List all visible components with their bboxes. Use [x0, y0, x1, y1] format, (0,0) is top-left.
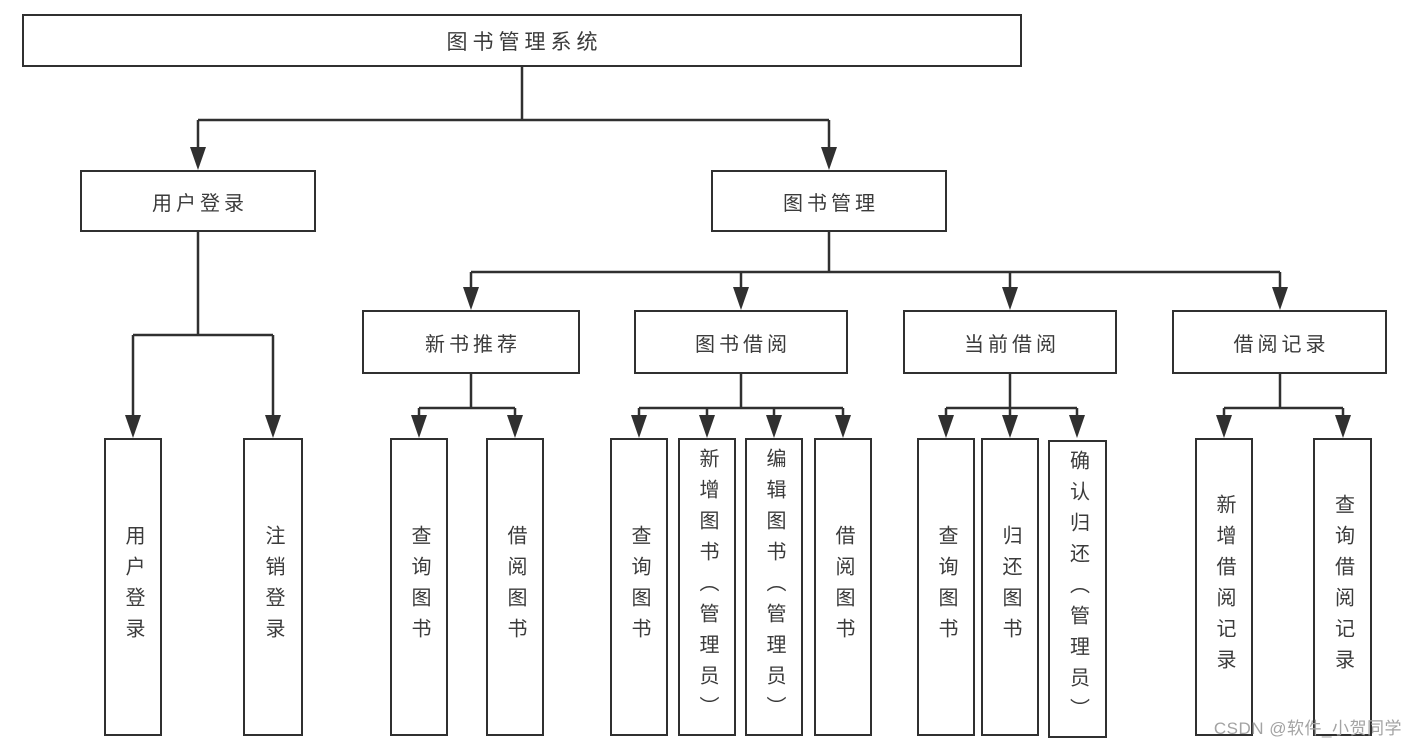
node-new-book-recommendation: 新书推荐: [362, 310, 580, 374]
leaf-borrow-books: 借阅图书: [814, 438, 872, 736]
node-current-borrowing: 当前借阅: [903, 310, 1117, 374]
leaf-borrow-books-recommend: 借阅图书: [486, 438, 544, 736]
leaf-confirm-return-admin: 确认归还（管理员）: [1048, 440, 1107, 738]
leaf-query-books-borrow: 查询图书: [610, 438, 668, 736]
node-borrowing-records: 借阅记录: [1172, 310, 1387, 374]
leaf-query-books-recommend: 查询图书: [390, 438, 448, 736]
leaf-add-borrow-record: 新增借阅记录: [1195, 438, 1253, 736]
node-book-borrowing: 图书借阅: [634, 310, 848, 374]
node-user-login: 用户登录: [80, 170, 316, 232]
leaf-query-books-current: 查询图书: [917, 438, 975, 736]
csdn-watermark: CSDN @软件_小贺同学: [1213, 719, 1402, 738]
leaf-add-books-admin: 新增图书（管理员）: [678, 438, 736, 736]
node-book-management: 图书管理: [711, 170, 947, 232]
leaf-user-login: 用户登录: [104, 438, 162, 736]
node-library-management-system: 图书管理系统: [22, 14, 1022, 67]
leaf-query-borrow-record: 查询借阅记录: [1313, 438, 1372, 736]
leaf-return-books: 归还图书: [981, 438, 1039, 736]
leaf-logout: 注销登录: [243, 438, 303, 736]
leaf-edit-books-admin: 编辑图书（管理员）: [745, 438, 803, 736]
